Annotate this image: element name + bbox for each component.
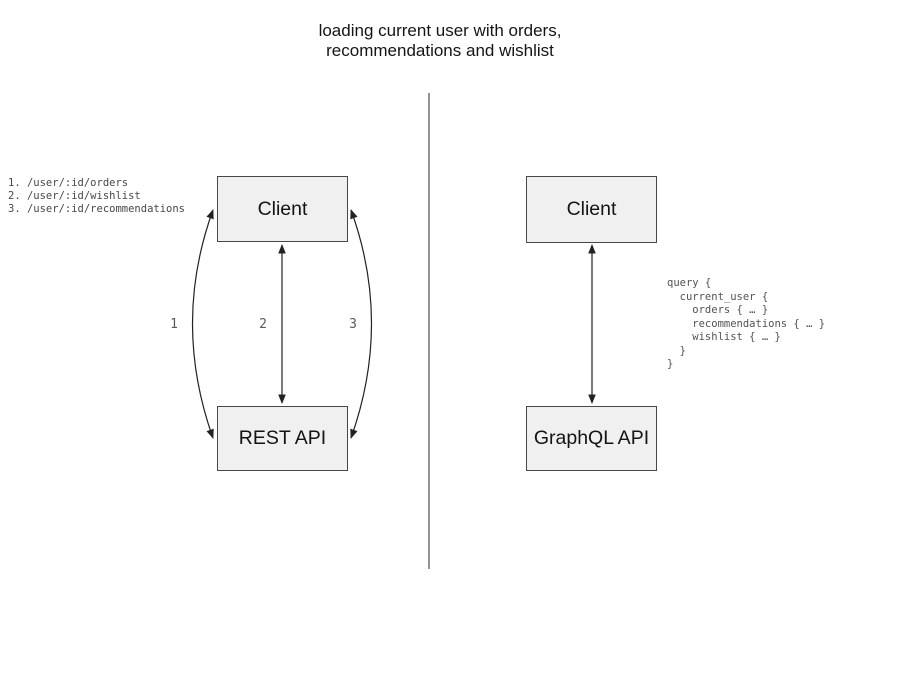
graphql-query-line-5: wishlist { … }	[667, 331, 781, 343]
graphql-api-box: GraphQL API	[526, 406, 657, 471]
rest-endpoint-wishlist: 2. /user/:id/wishlist	[8, 190, 141, 202]
graphql-client-box-label: Client	[566, 198, 617, 220]
diagram-title: loading current user with orders, recomm…	[0, 21, 880, 60]
rest-arrow-label-2: 2	[259, 317, 267, 332]
diagram-title-line1: loading current user with orders,	[318, 21, 562, 40]
rest-client-box: Client	[217, 176, 348, 242]
graphql-query-line-1: query {	[667, 277, 712, 289]
rest-endpoint-recommendations: 3. /user/:id/recommendations	[8, 203, 186, 215]
graphql-query-line-6: }	[667, 344, 686, 357]
rest-api-box-label: REST API	[238, 427, 327, 449]
rest-api-box: REST API	[217, 406, 348, 471]
graphql-query-line-4: recommendations { … }	[667, 317, 826, 330]
graphql-query-line-2: current_user {	[667, 290, 769, 303]
graphql-api-box-label: GraphQL API	[533, 427, 650, 449]
rest-arrow-label-1: 1	[170, 317, 178, 332]
graphql-query-snippet: query { current_user { orders { … } reco…	[667, 277, 825, 372]
graphql-query-line-7: }	[667, 358, 674, 370]
graphql-client-box: Client	[526, 176, 657, 243]
rest-client-box-label: Client	[257, 197, 308, 220]
diagram-title-line2: recommendations and wishlist	[326, 40, 554, 60]
rest-arrow-3-arc	[350, 209, 373, 439]
rest-endpoint-orders: 1. /user/:id/orders	[8, 177, 129, 189]
rest-endpoints-list: 1. /user/:id/orders 2. /user/:id/wishlis…	[8, 177, 185, 216]
rest-arrow-1-arc	[191, 209, 214, 439]
rest-arrow-label-3: 3	[349, 317, 357, 332]
graphql-query-line-3: orders { … }	[667, 304, 769, 316]
